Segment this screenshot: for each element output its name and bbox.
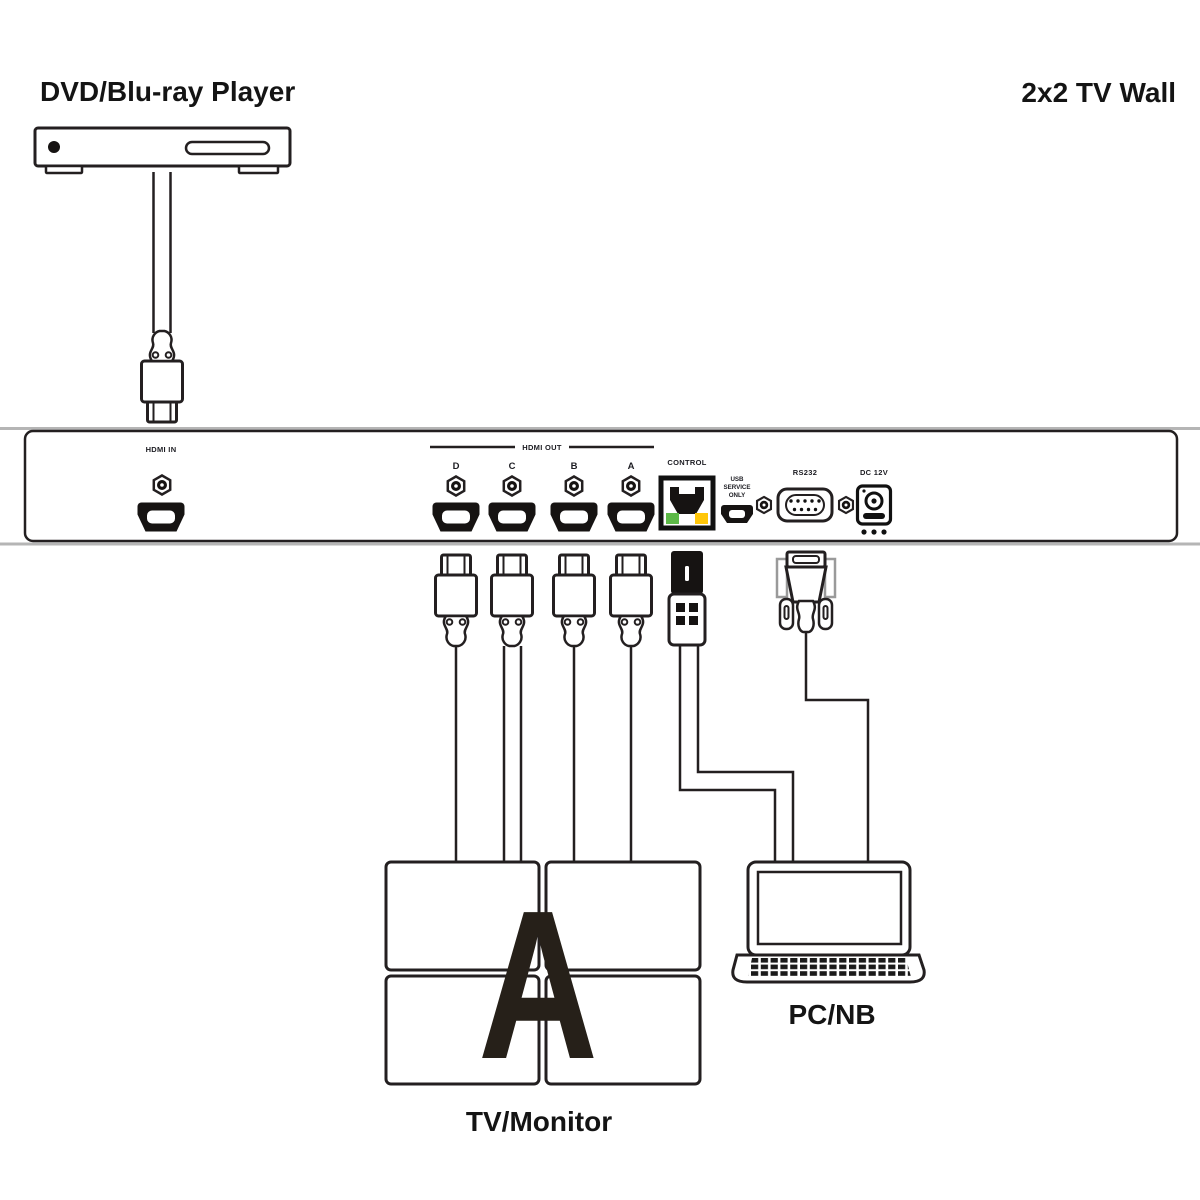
- port-letter-c: C: [509, 461, 516, 472]
- hdmi-socket-icon: [488, 502, 536, 532]
- led-yellow: [695, 513, 708, 524]
- rs232-label: RS232: [793, 468, 817, 477]
- db9-icon: [755, 487, 855, 523]
- hdmi-in-cable: [140, 172, 184, 424]
- tv-panel-bottom-left: [384, 974, 541, 1086]
- usb-cable: [667, 551, 795, 862]
- tv-monitor-label: TV/Monitor: [466, 1106, 612, 1137]
- laptop-icon: [731, 860, 926, 984]
- rs232-port: RS232: [755, 468, 855, 523]
- usb-plug-icon: [667, 551, 707, 647]
- screw-icon: [755, 495, 773, 515]
- control-port: CONTROL: [658, 458, 716, 531]
- dvd-player-icon: [33, 126, 292, 175]
- usb-label-1: USB: [730, 476, 744, 483]
- screw-icon: [564, 475, 584, 497]
- hdmi-socket-icon: [432, 502, 480, 532]
- port-letter-d: D: [453, 461, 460, 472]
- hdmi-in-port: HDMI IN: [137, 445, 185, 532]
- matrix-rear-panel: HDMI IN HDMI OUT D C B A CONTROL: [23, 429, 1179, 543]
- rs232-cable: [775, 550, 870, 862]
- hdmi-out-ports: HDMI OUT D C B A: [430, 443, 655, 532]
- disc-slot-icon: [184, 140, 271, 156]
- hdmi-plug-icon: [434, 553, 478, 648]
- hdmi-plug-icon: [609, 553, 653, 648]
- keyboard-icon: [748, 958, 911, 977]
- hdmi-plug-icon: [552, 553, 596, 648]
- usb-label-2: SERVICE: [723, 484, 750, 491]
- tv-panel-bottom-right: [544, 974, 702, 1086]
- tv-wall-title: 2x2 TV Wall: [1021, 77, 1176, 108]
- hdmi-in-label: HDMI IN: [146, 445, 177, 454]
- screw-icon: [502, 475, 522, 497]
- hdmi-out-cables: [434, 553, 653, 862]
- tv-panel-top-left: [384, 860, 541, 972]
- port-letter-b: B: [571, 461, 578, 472]
- rj45-icon: [658, 475, 716, 531]
- usb-label-3: ONLY: [729, 492, 746, 499]
- dc-jack-icon: [855, 484, 893, 535]
- hdmi-socket-icon: [137, 502, 185, 532]
- port-letter-a: A: [628, 461, 635, 472]
- hdmi-out-label: HDMI OUT: [522, 443, 562, 452]
- mini-usb-icon: [721, 505, 753, 523]
- screw-icon: [837, 495, 855, 515]
- hdmi-socket-icon: [550, 502, 598, 532]
- hdmi-plug-icon: [490, 553, 534, 648]
- screw-icon: [152, 474, 172, 496]
- led-green: [666, 513, 679, 524]
- vga-plug-icon: [775, 550, 837, 634]
- screw-icon: [446, 475, 466, 497]
- dc-power-port: DC 12V: [855, 468, 893, 535]
- control-label: CONTROL: [667, 458, 706, 467]
- usb-service-port: USB SERVICE ONLY: [721, 476, 753, 523]
- laptop-screen: [756, 870, 903, 946]
- dc-label: DC 12V: [860, 468, 888, 477]
- pc-label: PC/NB: [788, 999, 875, 1030]
- hdmi-socket-icon: [607, 502, 655, 532]
- dvd-title: DVD/Blu-ray Player: [40, 76, 295, 107]
- tv-wall: A: [384, 860, 702, 1103]
- hdmi-plug-icon: [140, 329, 184, 424]
- wall-letter: A: [478, 866, 598, 1103]
- screw-icon: [621, 475, 641, 497]
- power-button-icon: [48, 141, 60, 153]
- tv-panel-top-right: [544, 860, 702, 972]
